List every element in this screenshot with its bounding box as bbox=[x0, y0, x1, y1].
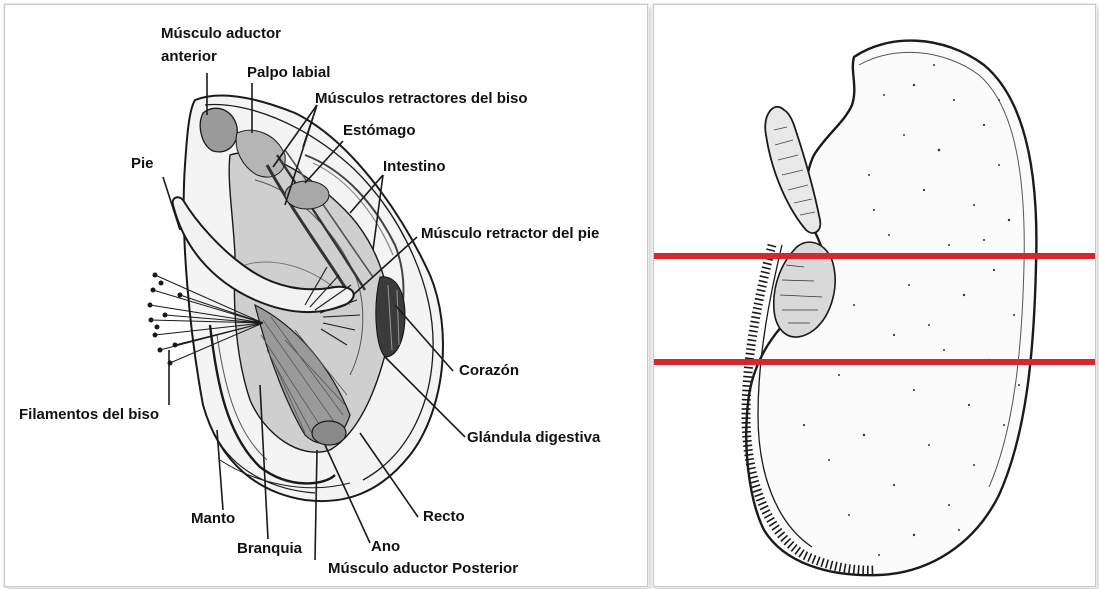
label-palpo-labial: Palpo labial bbox=[247, 64, 330, 81]
label-musculos-retractores-biso: Músculos retractores del biso bbox=[315, 90, 528, 107]
label-musculo-aductor-anterior-line1: Músculo aductor bbox=[161, 25, 281, 42]
mussel-anatomy-drawing: Músculo aductor anterior Palpo labial Mú… bbox=[5, 5, 647, 586]
label-ano: Ano bbox=[371, 538, 400, 555]
anterior-adductor bbox=[200, 108, 237, 152]
label-filamentos-biso: Filamentos del biso bbox=[19, 406, 159, 423]
label-intestino: Intestino bbox=[383, 158, 446, 175]
label-pie: Pie bbox=[131, 155, 154, 172]
label-musculo-aductor-anterior: Músculo aductor anterior bbox=[161, 25, 285, 65]
specimen-drawing bbox=[654, 5, 1095, 586]
anatomy-diagram-panel: Músculo aductor anterior Palpo labial Mú… bbox=[4, 4, 648, 587]
label-recto: Recto bbox=[423, 508, 465, 525]
label-glandula-digestiva: Glándula digestiva bbox=[467, 429, 601, 446]
label-branquia: Branquia bbox=[237, 540, 303, 557]
label-corazon: Corazón bbox=[459, 362, 519, 379]
label-musculo-retractor-pie: Músculo retractor del pie bbox=[421, 225, 599, 242]
label-estomago: Estómago bbox=[343, 122, 416, 139]
label-musculo-aductor-anterior-line2: anterior bbox=[161, 48, 217, 65]
posterior-adductor bbox=[312, 421, 346, 445]
byssal-thread-tips bbox=[148, 273, 183, 366]
label-musculo-aductor-posterior: Músculo aductor Posterior bbox=[328, 560, 518, 577]
label-manto: Manto bbox=[191, 510, 235, 527]
specimen-illustration-panel bbox=[653, 4, 1096, 587]
